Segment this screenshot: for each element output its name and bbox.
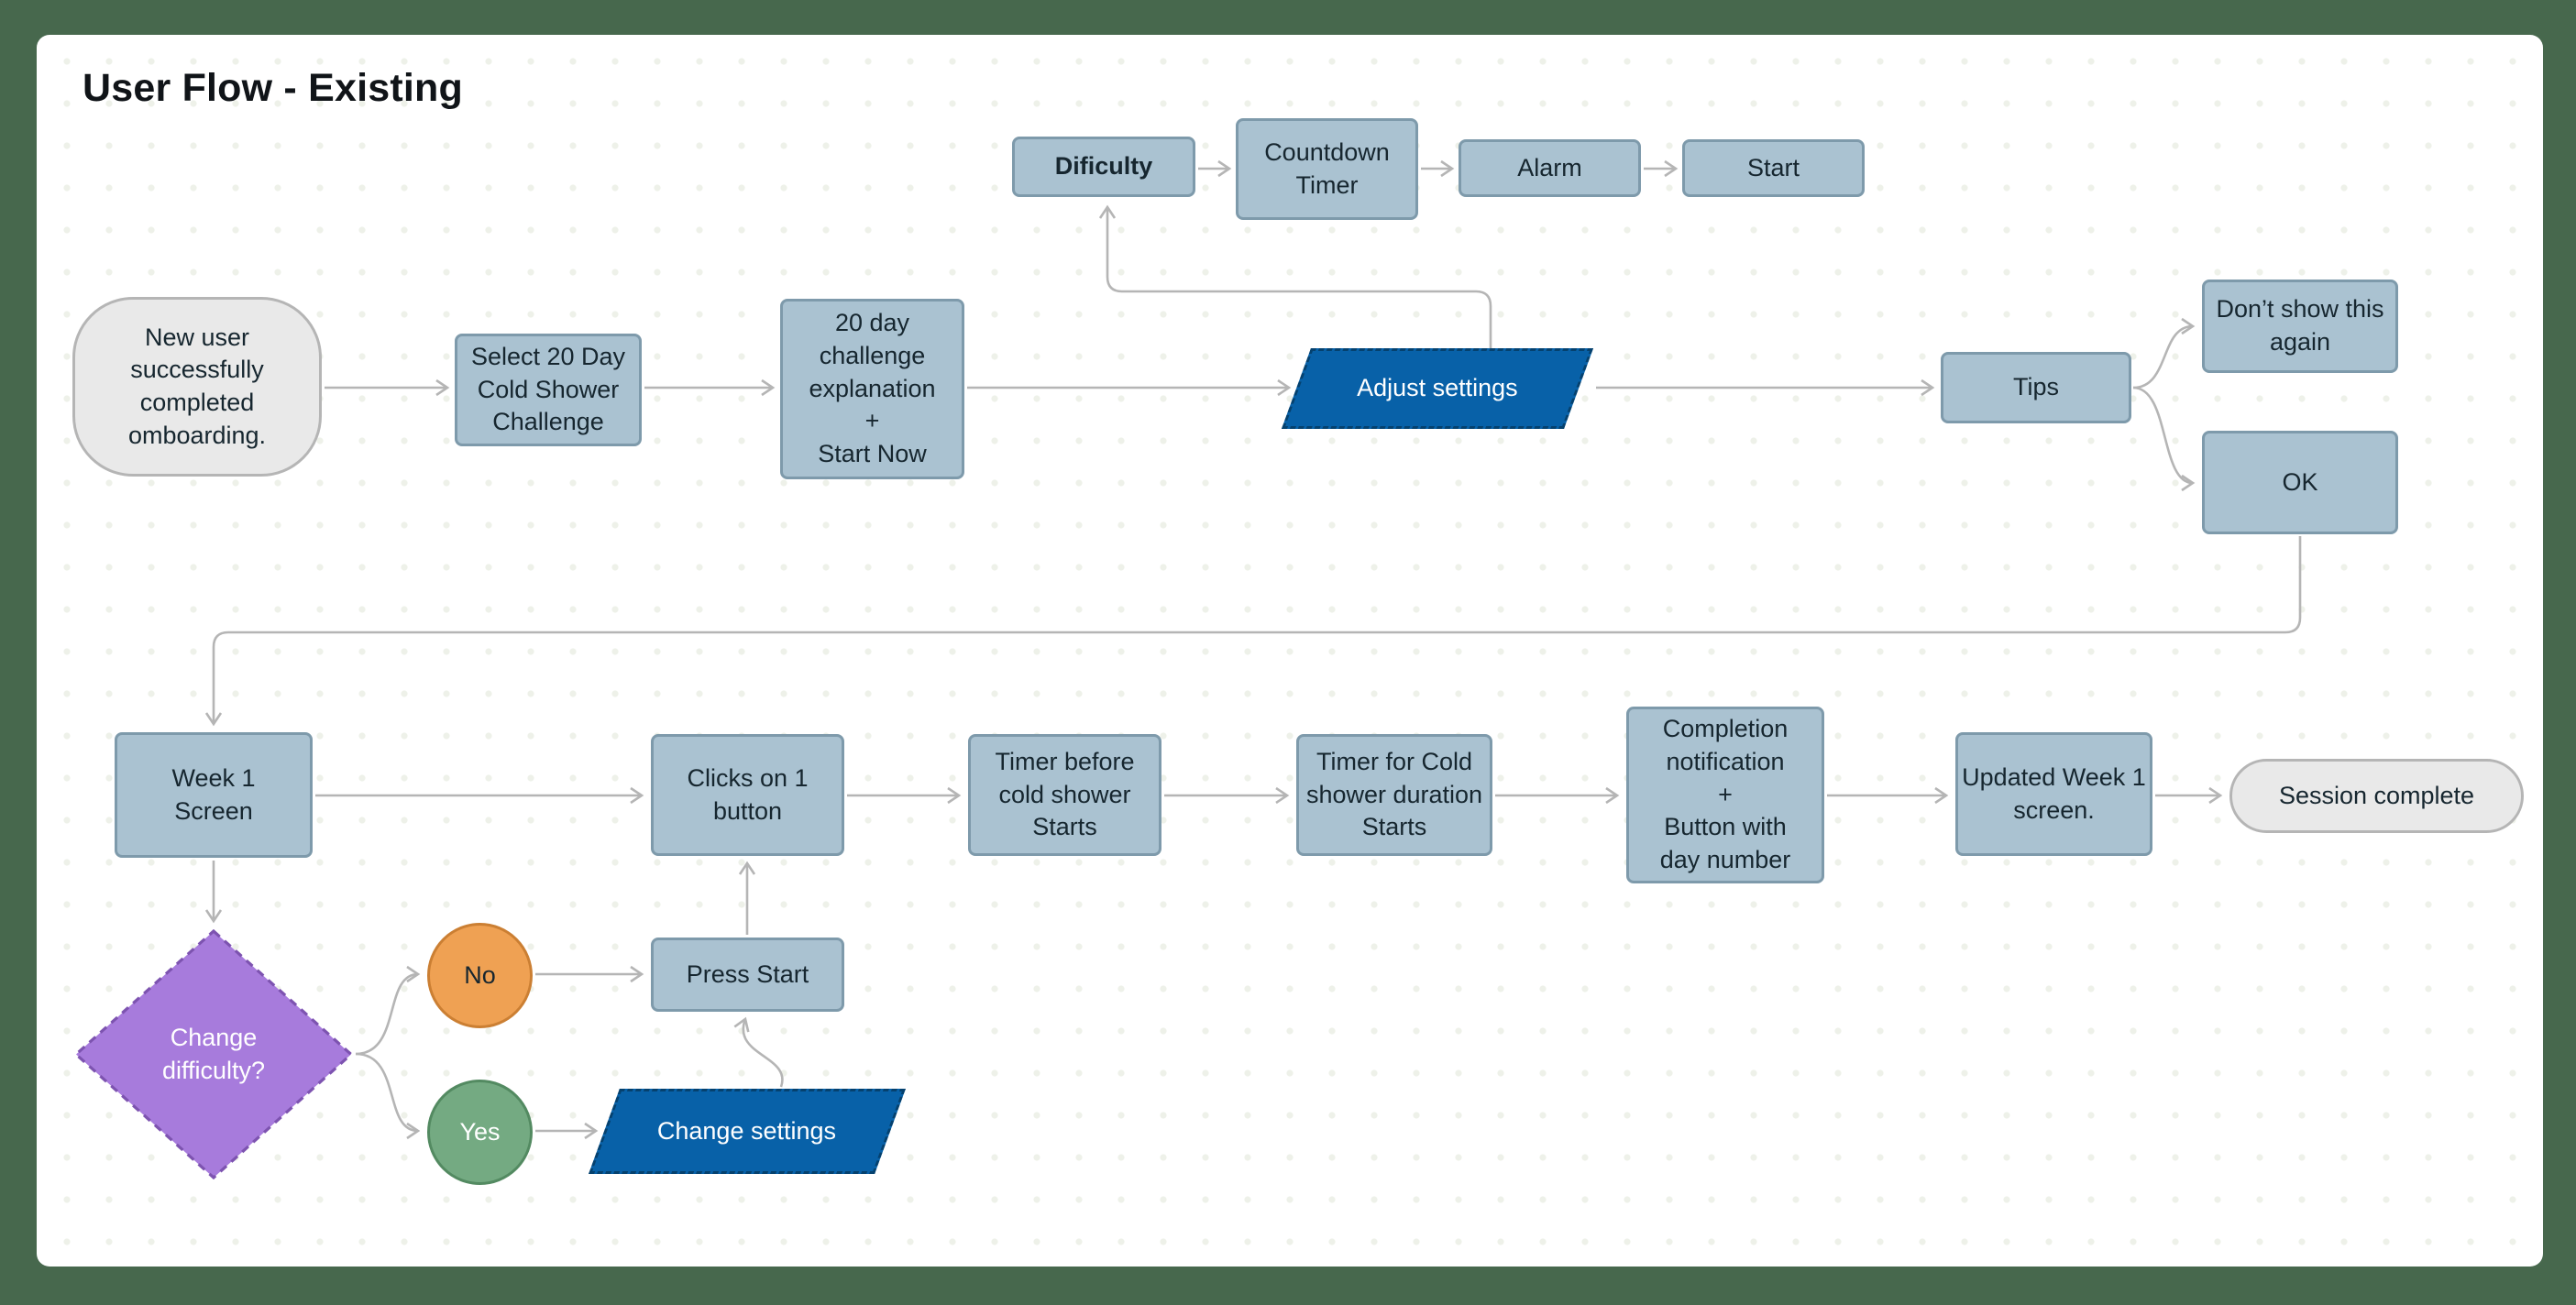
node-completion-label: Completion notification + Button with da… — [1659, 715, 1791, 873]
node-change-difficulty[interactable]: Change difficulty? — [73, 928, 354, 1180]
diagram-canvas — [37, 35, 2543, 1267]
node-new-user-label: New user successfully completed omboardi… — [127, 323, 267, 449]
node-completion[interactable]: Completion notification + Button with da… — [1626, 707, 1824, 883]
node-updated-week1-label: Updated Week 1 screen. — [1962, 762, 2146, 824]
node-clicks-button[interactable]: Clicks on 1 button — [651, 734, 844, 856]
node-challenge-explanation[interactable]: 20 day challenge explanation + Start Now — [780, 299, 964, 479]
node-start-label: Start — [1746, 153, 1800, 181]
node-ok-label: OK — [2282, 467, 2318, 496]
node-adjust-settings[interactable]: Adjust settings — [1281, 348, 1594, 429]
node-tips[interactable]: Tips — [1941, 352, 2131, 423]
node-clicks-button-label: Clicks on 1 button — [687, 763, 809, 825]
node-new-user-terminator[interactable]: New user successfully completed omboardi… — [72, 297, 322, 477]
node-select-challenge[interactable]: Select 20 Day Cold Shower Challenge — [455, 334, 642, 446]
node-yes-label: Yes — [459, 1117, 501, 1146]
node-alarm[interactable]: Alarm — [1459, 139, 1641, 197]
node-week1-screen-label: Week 1 Screen — [171, 763, 256, 825]
node-change-difficulty-label: Change difficulty? — [161, 1023, 266, 1084]
node-start[interactable]: Start — [1682, 139, 1865, 197]
node-timer-duration[interactable]: Timer for Cold shower duration Starts — [1296, 734, 1492, 856]
node-timer-before-label: Timer before cold shower Starts — [995, 748, 1135, 841]
node-select-challenge-label: Select 20 Day Cold Shower Challenge — [470, 343, 626, 436]
node-session-complete[interactable]: Session complete — [2229, 759, 2524, 833]
node-dont-show-again[interactable]: Don’t show this again — [2202, 280, 2398, 373]
node-change-settings[interactable]: Change settings — [589, 1089, 906, 1174]
node-difficulty-label: Dificulty — [1054, 152, 1153, 181]
node-dont-show-again-label: Don’t show this again — [2216, 295, 2384, 356]
node-ok[interactable]: OK — [2202, 431, 2398, 534]
node-challenge-explanation-label: 20 day challenge explanation + Start Now — [809, 309, 936, 467]
node-no-label: No — [464, 960, 496, 989]
node-tips-label: Tips — [2012, 373, 2059, 401]
node-session-complete-label: Session complete — [2278, 781, 2475, 809]
node-press-start-label: Press Start — [686, 960, 809, 988]
node-change-settings-label: Change settings — [657, 1116, 837, 1145]
node-timer-duration-label: Timer for Cold shower duration Starts — [1305, 748, 1483, 841]
node-countdown-timer-label: Countdown Timer — [1264, 137, 1390, 199]
diagram-title[interactable]: User Flow - Existing — [83, 66, 463, 110]
node-week1-screen[interactable]: Week 1 Screen — [115, 732, 313, 858]
node-timer-before[interactable]: Timer before cold shower Starts — [968, 734, 1161, 856]
node-difficulty[interactable]: Dificulty — [1012, 137, 1195, 197]
node-adjust-settings-label: Adjust settings — [1357, 374, 1518, 402]
node-no[interactable]: No — [427, 923, 533, 1028]
node-countdown-timer[interactable]: Countdown Timer — [1236, 118, 1418, 220]
node-press-start[interactable]: Press Start — [651, 938, 844, 1012]
node-yes[interactable]: Yes — [427, 1080, 533, 1185]
node-updated-week1[interactable]: Updated Week 1 screen. — [1955, 732, 2152, 856]
node-alarm-label: Alarm — [1517, 153, 1582, 181]
decision-diamond-shape — [73, 928, 354, 1180]
